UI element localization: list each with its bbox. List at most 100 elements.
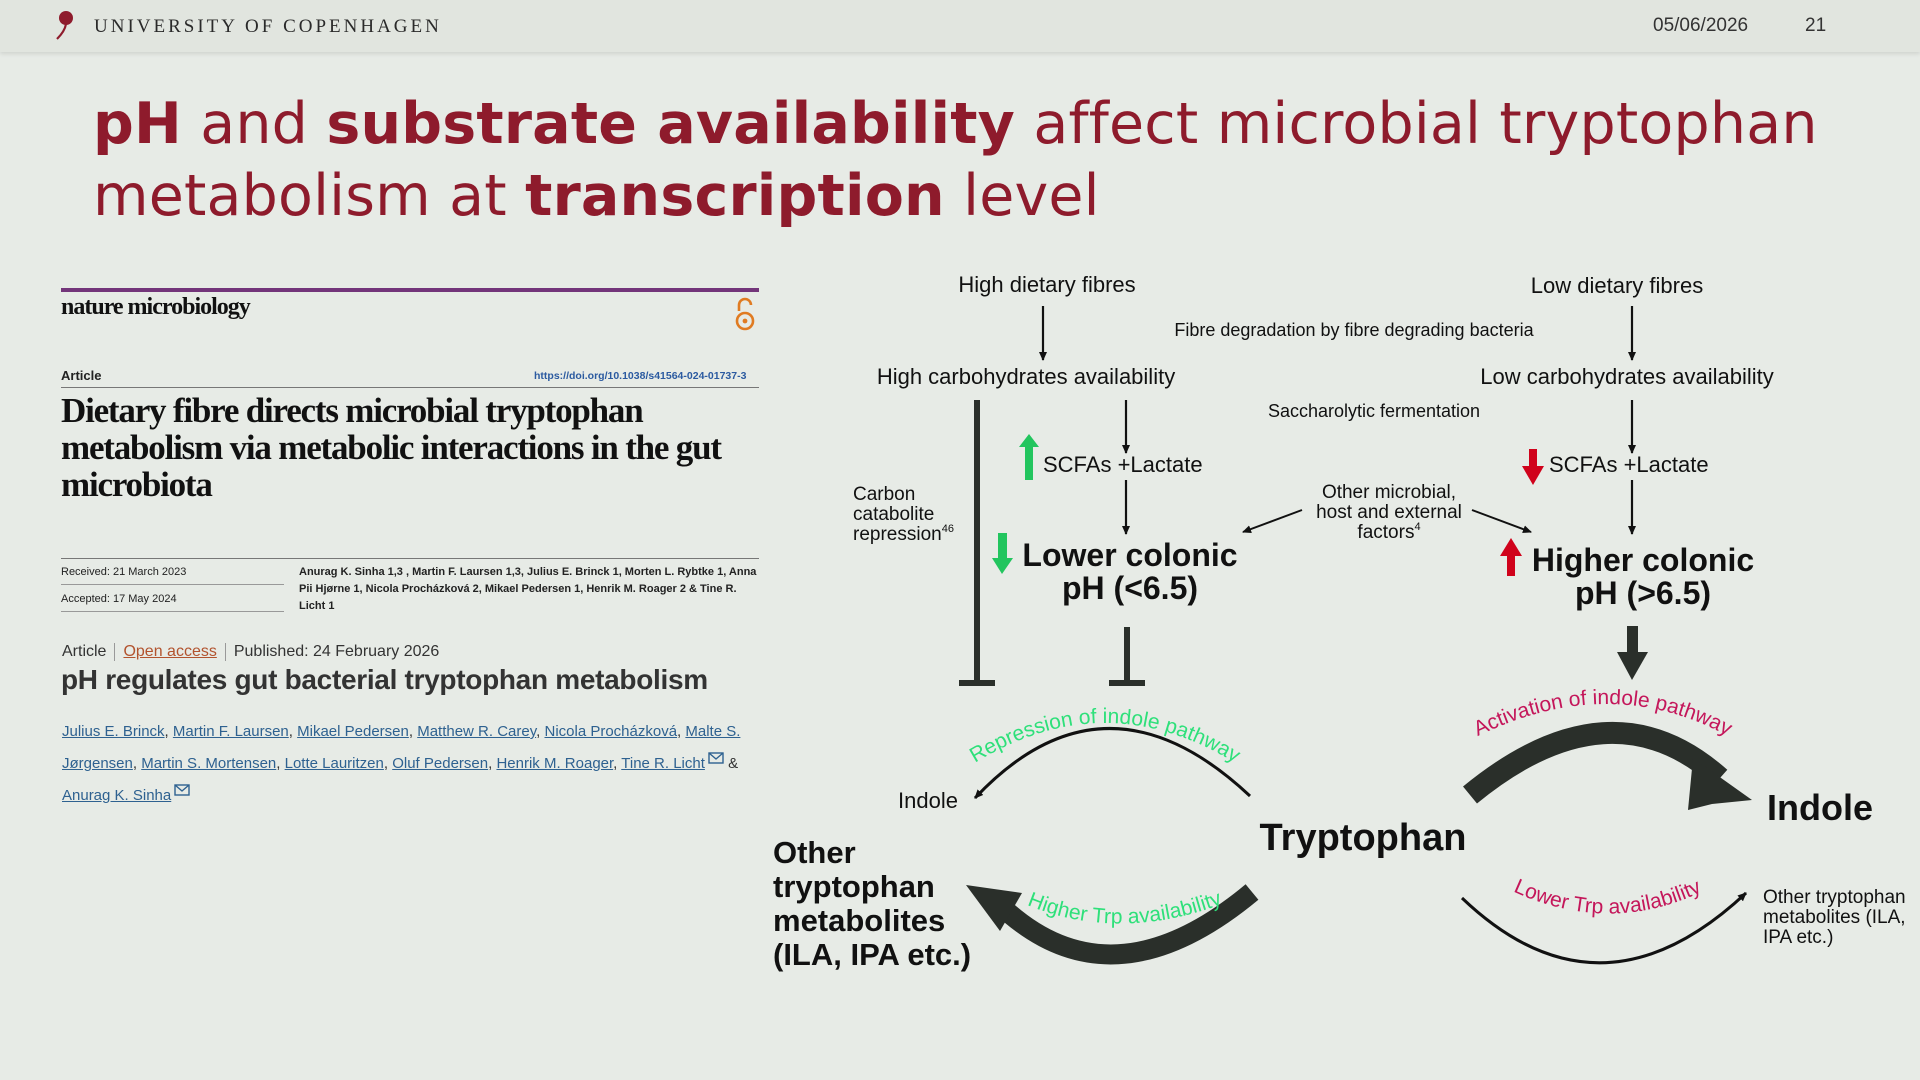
higher-trp-arc <box>993 884 1259 965</box>
author-list: Julius E. Brinck, Martin F. Laursen, Mik… <box>62 723 741 804</box>
down-arrow-icon <box>992 558 1013 574</box>
carbon-label-3: repression46 <box>853 523 954 545</box>
received-date: Received: 21 March 2023 <box>61 566 187 578</box>
slide-title: pH and substrate availability affect mic… <box>93 88 1853 232</box>
lower-trp-text: Lower Trp availability <box>1511 875 1705 919</box>
article-meta: Article Open access Published: 24 February… <box>62 643 439 661</box>
author-link[interactable]: Anurag K. Sinha <box>62 787 172 804</box>
other-factors-3-text: factors <box>1357 522 1414 543</box>
lower-ph-line2: pH (<6.5) <box>1062 570 1198 606</box>
and-sign: & <box>728 755 739 772</box>
carbon-label-3-text: repression <box>853 524 942 545</box>
metabolites-left-4: (ILA, IPA etc.) <box>773 937 971 972</box>
divider <box>61 558 759 559</box>
metabolites-left-1: Other <box>773 835 856 870</box>
low-carbs-label: Low carbohydrates availability <box>1480 364 1774 389</box>
down-arrow-red-icon <box>1522 466 1544 485</box>
arrow-factors-right <box>1471 509 1532 533</box>
higher-trp-arrowhead <box>966 885 1022 931</box>
article-type-label: Article <box>62 643 107 661</box>
lower-ph-line1: Lower colonic <box>1022 537 1237 573</box>
up-arrow-red-icon <box>1500 538 1522 556</box>
indole-left-label: Indole <box>898 788 958 813</box>
thick-arrow-stem <box>1627 626 1638 656</box>
paper-authors: Anurag K. Sinha 1,3 , Martin F. Laursen … <box>299 566 757 612</box>
divider <box>61 584 284 585</box>
scfa-left-label: SCFAs +Lactate <box>1043 452 1203 477</box>
title-bold-transcription: transcription <box>525 163 945 229</box>
author-link[interactable]: Nicola Procházková <box>544 723 678 740</box>
author-link[interactable]: Oluf Pedersen <box>392 755 489 772</box>
author-link[interactable]: Malte S. Jørgensen <box>62 723 741 772</box>
metabolites-left-3: metabolites <box>773 903 945 938</box>
accepted-date: Accepted: 17 May 2024 <box>61 593 177 605</box>
title-text: level <box>944 163 1100 229</box>
divider <box>61 387 759 388</box>
arrow-factors-left <box>1242 509 1303 533</box>
activation-arc <box>1463 721 1728 804</box>
fibre-degradation-label: Fibre degradation by fibre degrading bac… <box>1174 320 1534 340</box>
carbon-label-2: catabolite <box>853 504 934 525</box>
metabolites-right-2: metabolites (ILA, <box>1763 907 1906 928</box>
author-link[interactable]: Martin S. Mortensen <box>141 755 277 772</box>
scfa-right-label: SCFAs +Lactate <box>1549 452 1709 477</box>
author-link[interactable]: Henrik M. Roager <box>496 755 614 772</box>
carbon-ref: 46 <box>942 523 954 535</box>
university-logo-icon <box>56 11 73 40</box>
mail-icon[interactable] <box>174 784 190 796</box>
up-arrow-red-stem <box>1507 554 1515 576</box>
doi-link[interactable]: https://doi.org/10.1038/s41564-024-01737… <box>534 370 747 382</box>
journal-rule <box>61 288 759 292</box>
other-ref: 4 <box>1414 521 1420 533</box>
lower-trp-arc <box>1460 891 1748 965</box>
higher-ph-line1: Higher colonic <box>1532 542 1754 578</box>
metabolites-right-1: Other tryptophan <box>1763 887 1906 908</box>
slide-date: 05/06/2026 <box>1653 15 1749 36</box>
divider <box>224 643 226 661</box>
author-link[interactable]: Martin F. Laursen <box>172 723 289 740</box>
low-fibres-label: Low dietary fibres <box>1531 273 1703 298</box>
paper-title: Dietary fibre directs microbial tryptoph… <box>61 391 722 504</box>
author-link[interactable]: Tine R. Licht <box>621 755 705 772</box>
carbon-label-1: Carbon <box>853 484 915 505</box>
open-lock-icon <box>735 297 755 331</box>
divider <box>61 611 284 612</box>
author-link[interactable]: Julius E. Brinck <box>62 723 165 740</box>
title-text: and <box>181 91 327 157</box>
author-link[interactable]: Matthew R. Carey <box>417 723 537 740</box>
high-fibres-label: High dietary fibres <box>958 272 1135 297</box>
title-bold-substrate: substrate availability <box>326 91 1016 157</box>
activation-arrowhead <box>1688 758 1752 810</box>
divider <box>114 643 116 661</box>
lower-trp-label: Lower Trp availability <box>1511 875 1705 919</box>
article-type-label: Article <box>61 368 102 383</box>
other-factors-1: Other microbial, <box>1322 482 1456 503</box>
up-arrow-icon-stem <box>1025 446 1033 480</box>
down-arrow-red-stem <box>1529 449 1537 469</box>
down-arrow-icon-stem <box>998 533 1007 561</box>
tryptophan-label: Tryptophan <box>1260 817 1467 859</box>
saccharolytic-label: Saccharolytic fermentation <box>1268 401 1480 421</box>
published-date: Published: 24 February 2026 <box>233 643 440 661</box>
title-text: affect microbial tryptophan metabolism a… <box>93 91 1818 229</box>
indole-right-label: Indole <box>1767 787 1873 828</box>
other-factors-2: host and external <box>1316 502 1462 523</box>
other-factors-3: factors4 <box>1357 521 1420 543</box>
mail-icon[interactable] <box>708 752 724 764</box>
header-bar: UNIVERSITY OF COPENHAGEN 05/06/2026 21 <box>0 0 1920 52</box>
author-link[interactable]: Lotte Lauritzen <box>284 755 384 772</box>
journal-name: nature microbiology <box>61 294 251 320</box>
author-link[interactable]: Mikael Pedersen <box>297 723 409 740</box>
slide-page-number: 21 <box>1805 15 1827 36</box>
thick-down-arrow <box>1617 652 1648 680</box>
repression-arc <box>973 727 1252 800</box>
metabolites-left-2: tryptophan <box>773 869 935 904</box>
open-access-link[interactable]: Open access <box>123 643 217 661</box>
metabolites-right-3: IPA etc.) <box>1763 927 1833 948</box>
high-carbs-label: High carbohydrates availability <box>877 364 1175 389</box>
paper-title: pH regulates gut bacterial tryptophan me… <box>61 664 708 695</box>
higher-ph-line2: pH (>6.5) <box>1575 575 1711 611</box>
university-name: UNIVERSITY OF COPENHAGEN <box>94 16 442 37</box>
title-bold-ph: pH <box>93 91 182 157</box>
